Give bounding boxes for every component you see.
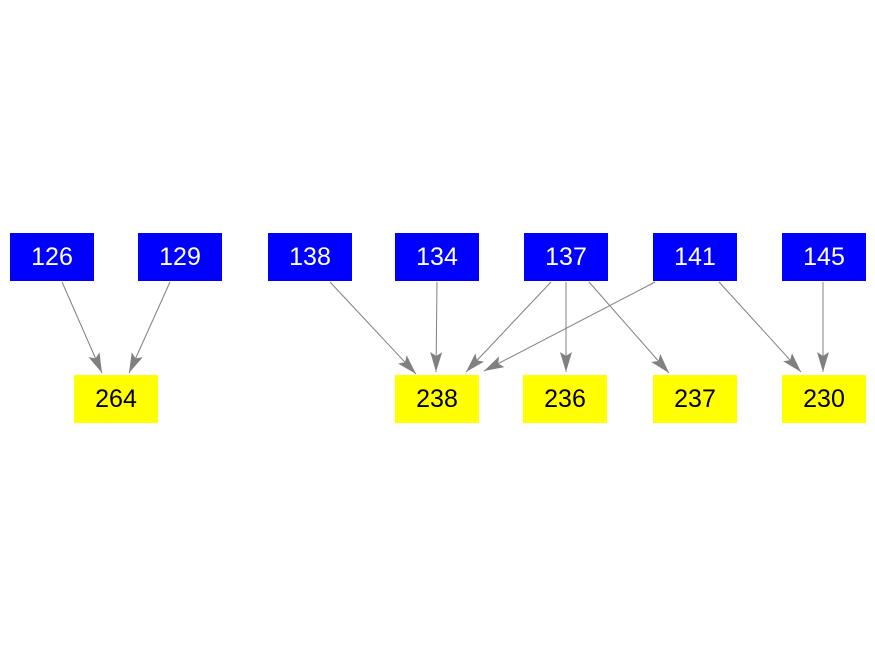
edge-138-to-238 bbox=[329, 281, 417, 375]
node-126: 126 bbox=[10, 233, 94, 281]
edge-126-to-264 bbox=[61, 281, 103, 374]
edge-137-to-238 bbox=[465, 281, 552, 373]
node-138: 138 bbox=[268, 233, 352, 281]
node-238: 238 bbox=[395, 375, 479, 423]
node-237: 237 bbox=[653, 375, 737, 423]
edge-141-to-238 bbox=[483, 281, 656, 372]
edge-134-to-238 bbox=[430, 281, 443, 373]
node-134: 134 bbox=[395, 233, 479, 281]
node-137: 137 bbox=[524, 233, 608, 281]
node-145: 145 bbox=[782, 233, 866, 281]
node-129: 129 bbox=[138, 233, 222, 281]
edge-141-to-230 bbox=[718, 281, 802, 373]
edge-129-to-264 bbox=[128, 281, 171, 374]
node-264: 264 bbox=[74, 375, 158, 423]
node-141: 141 bbox=[653, 233, 737, 281]
edge-137-to-237 bbox=[588, 281, 670, 374]
node-230: 230 bbox=[782, 375, 866, 423]
node-236: 236 bbox=[523, 375, 607, 423]
